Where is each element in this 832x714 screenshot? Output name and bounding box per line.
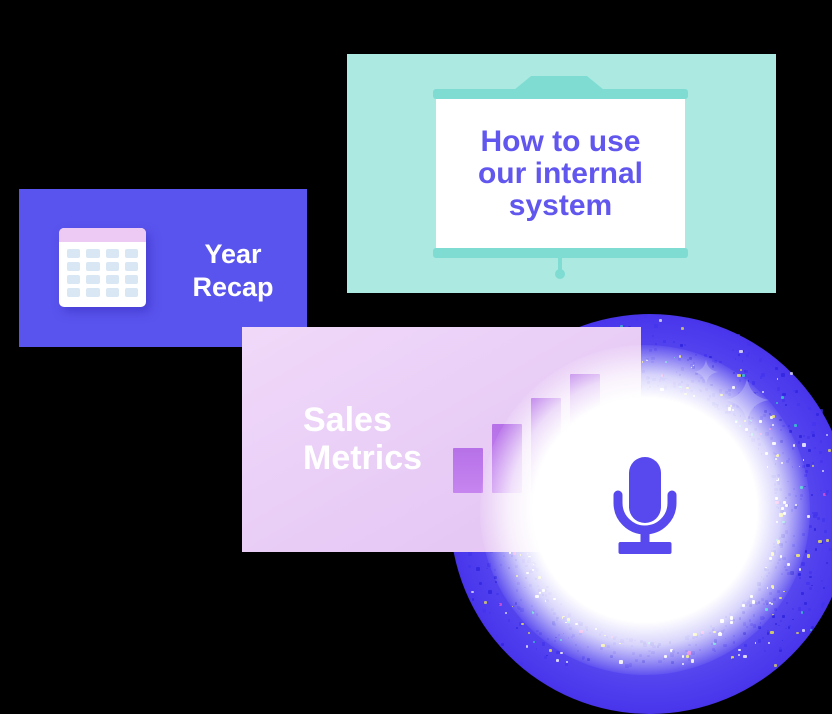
- projector-bottom-bar: [433, 248, 688, 258]
- projector-top-bar: [433, 89, 688, 99]
- calendar-cell: [105, 249, 119, 258]
- calendar-icon: [59, 228, 146, 307]
- calendar-cell: [105, 275, 119, 284]
- sales-metrics-title-line: Metrics: [303, 439, 423, 477]
- card-year-recap: Year Recap: [19, 189, 307, 347]
- screen-title-line: system: [508, 188, 613, 222]
- calendar-cell: [86, 262, 100, 271]
- calendar-cell: [124, 249, 138, 258]
- calendar-grid: [59, 242, 146, 297]
- projector-screen-icon: How to use our internal system: [436, 99, 685, 248]
- calendar-cell: [105, 288, 119, 297]
- card-internal-system: How to use our internal system: [347, 54, 776, 293]
- calendar-cell: [86, 249, 100, 258]
- bar: [453, 448, 483, 493]
- projector-cap: [514, 76, 604, 90]
- voice-record-button[interactable]: [547, 412, 743, 608]
- screen-title-line: How to use: [480, 124, 641, 158]
- calendar-cell: [67, 262, 81, 271]
- calendar-cell: [124, 275, 138, 284]
- calendar-cell: [124, 288, 138, 297]
- sales-metrics-title-line: Sales: [303, 401, 392, 439]
- screen-title-line: our internal: [477, 156, 643, 190]
- calendar-cell: [67, 249, 81, 258]
- illustration-canvas: How to use our internal system Year Reca…: [19, 54, 832, 714]
- calendar-cell: [105, 262, 119, 271]
- year-recap-title-line: Year: [204, 239, 262, 269]
- sales-metrics-title: Sales Metrics: [303, 401, 422, 477]
- calendar-cell: [86, 275, 100, 284]
- calendar-cell: [124, 262, 138, 271]
- calendar-header: [59, 228, 146, 242]
- pull-cord: [558, 258, 562, 274]
- calendar-cell: [86, 288, 100, 297]
- year-recap-title: Year Recap: [163, 238, 303, 304]
- calendar-cell: [67, 275, 81, 284]
- microphone-icon: [613, 457, 677, 554]
- calendar-cell: [67, 288, 81, 297]
- year-recap-title-line: Recap: [192, 272, 274, 302]
- pull-cord-knob: [555, 269, 565, 279]
